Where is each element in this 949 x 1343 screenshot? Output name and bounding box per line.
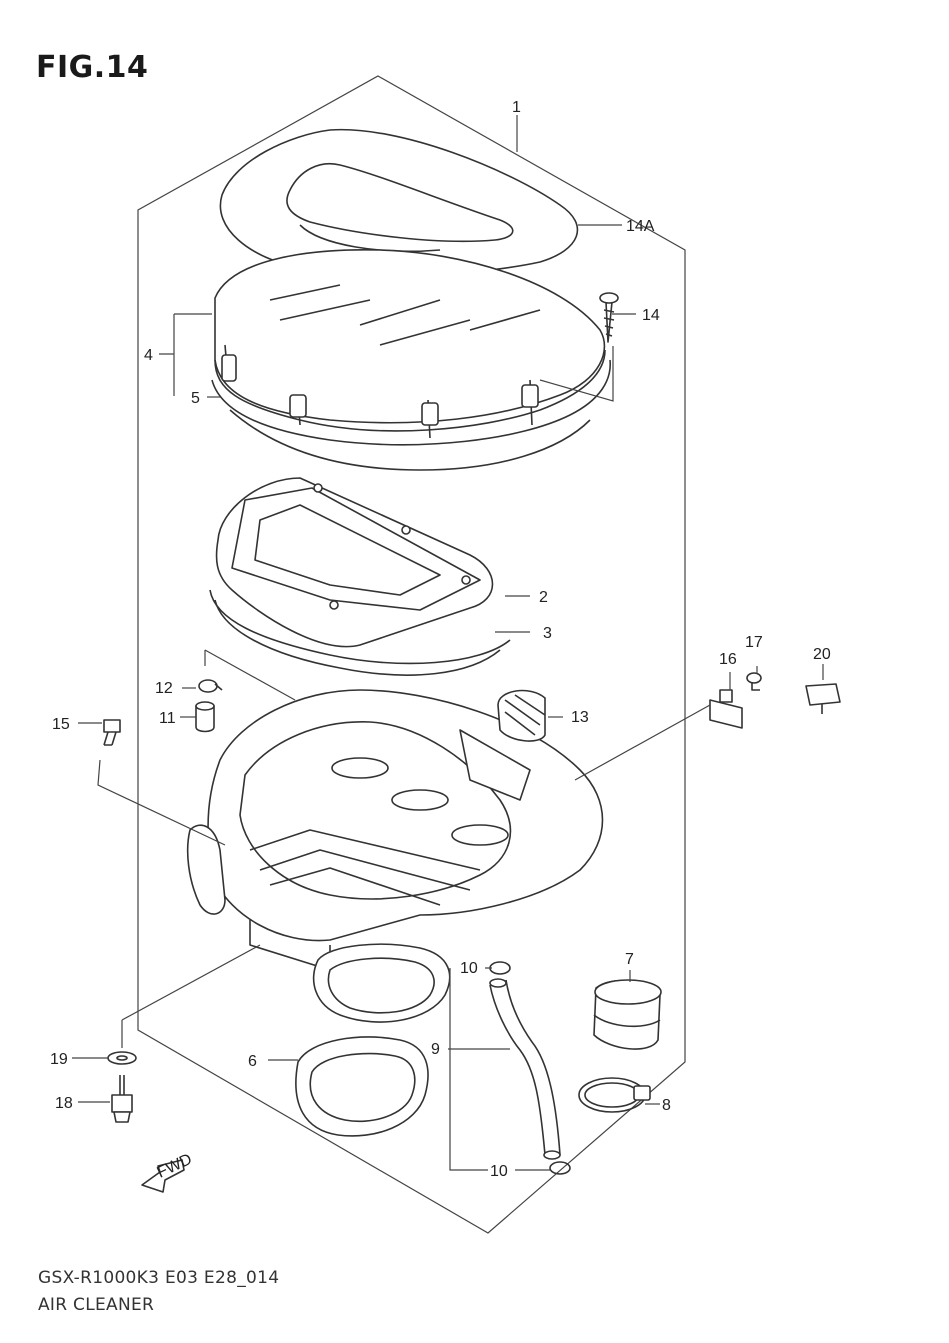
callout-9: 9 <box>431 1041 440 1058</box>
part-bolt-15 <box>103 719 121 746</box>
part-washer-19 <box>107 1051 137 1065</box>
assembly-outline <box>137 75 686 1234</box>
leader-lines <box>72 115 824 1171</box>
callout-14a: 14A <box>626 218 655 235</box>
part-cleaner-cap <box>211 249 611 471</box>
callout-10-top: 10 <box>460 960 478 977</box>
part-screw-14 <box>599 292 619 343</box>
model-code-label: GSX-R1000K3 E03 E28_014 <box>38 1268 280 1288</box>
callout-13: 13 <box>571 709 589 726</box>
part-cap-11 <box>195 701 215 733</box>
callout-2: 2 <box>539 589 548 606</box>
part-clamp-8 <box>578 1077 651 1113</box>
part-top-cover <box>219 128 579 277</box>
callout-16: 16 <box>719 651 737 668</box>
callout-4: 4 <box>144 347 153 364</box>
figure-title: FIG.14 <box>36 50 149 85</box>
callout-11: 11 <box>159 710 176 727</box>
part-clip-10-bottom <box>549 1161 571 1175</box>
part-connector-20 <box>805 683 841 714</box>
part-screw-17 <box>746 672 762 691</box>
callout-7: 7 <box>625 951 634 968</box>
part-duct-7 <box>593 979 662 1050</box>
callout-20: 20 <box>813 646 831 663</box>
callout-17: 17 <box>745 634 763 651</box>
part-hose-9 <box>489 978 561 1160</box>
part-filter-element <box>209 477 511 676</box>
part-mesh-13 <box>497 689 546 742</box>
part-temp-sensor-18 <box>111 1075 133 1123</box>
part-clip-10-top <box>489 961 511 975</box>
fwd-label: FWD <box>155 1151 195 1182</box>
callout-10-bottom: 10 <box>490 1163 508 1180</box>
callout-18: 18 <box>55 1095 73 1112</box>
callout-12: 12 <box>155 680 173 697</box>
callout-labels: 1 14A 14 4 5 2 3 12 11 15 13 16 17 20 7 … <box>50 99 831 1180</box>
part-sensor-16 <box>709 689 743 729</box>
callout-3: 3 <box>543 625 552 642</box>
callout-6: 6 <box>248 1053 257 1070</box>
callout-8: 8 <box>662 1097 671 1114</box>
callout-19: 19 <box>50 1051 68 1068</box>
fwd-arrow-icon: FWD <box>141 1151 195 1193</box>
section-name-label: AIR CLEANER <box>38 1295 155 1315</box>
part-cleaner-case <box>186 689 604 1023</box>
callout-1: 1 <box>512 99 521 116</box>
part-seal-ring-6 <box>295 1036 429 1137</box>
callout-5: 5 <box>191 390 200 407</box>
callout-14: 14 <box>642 307 660 324</box>
part-clip-12 <box>198 679 223 693</box>
callout-15: 15 <box>52 716 70 733</box>
